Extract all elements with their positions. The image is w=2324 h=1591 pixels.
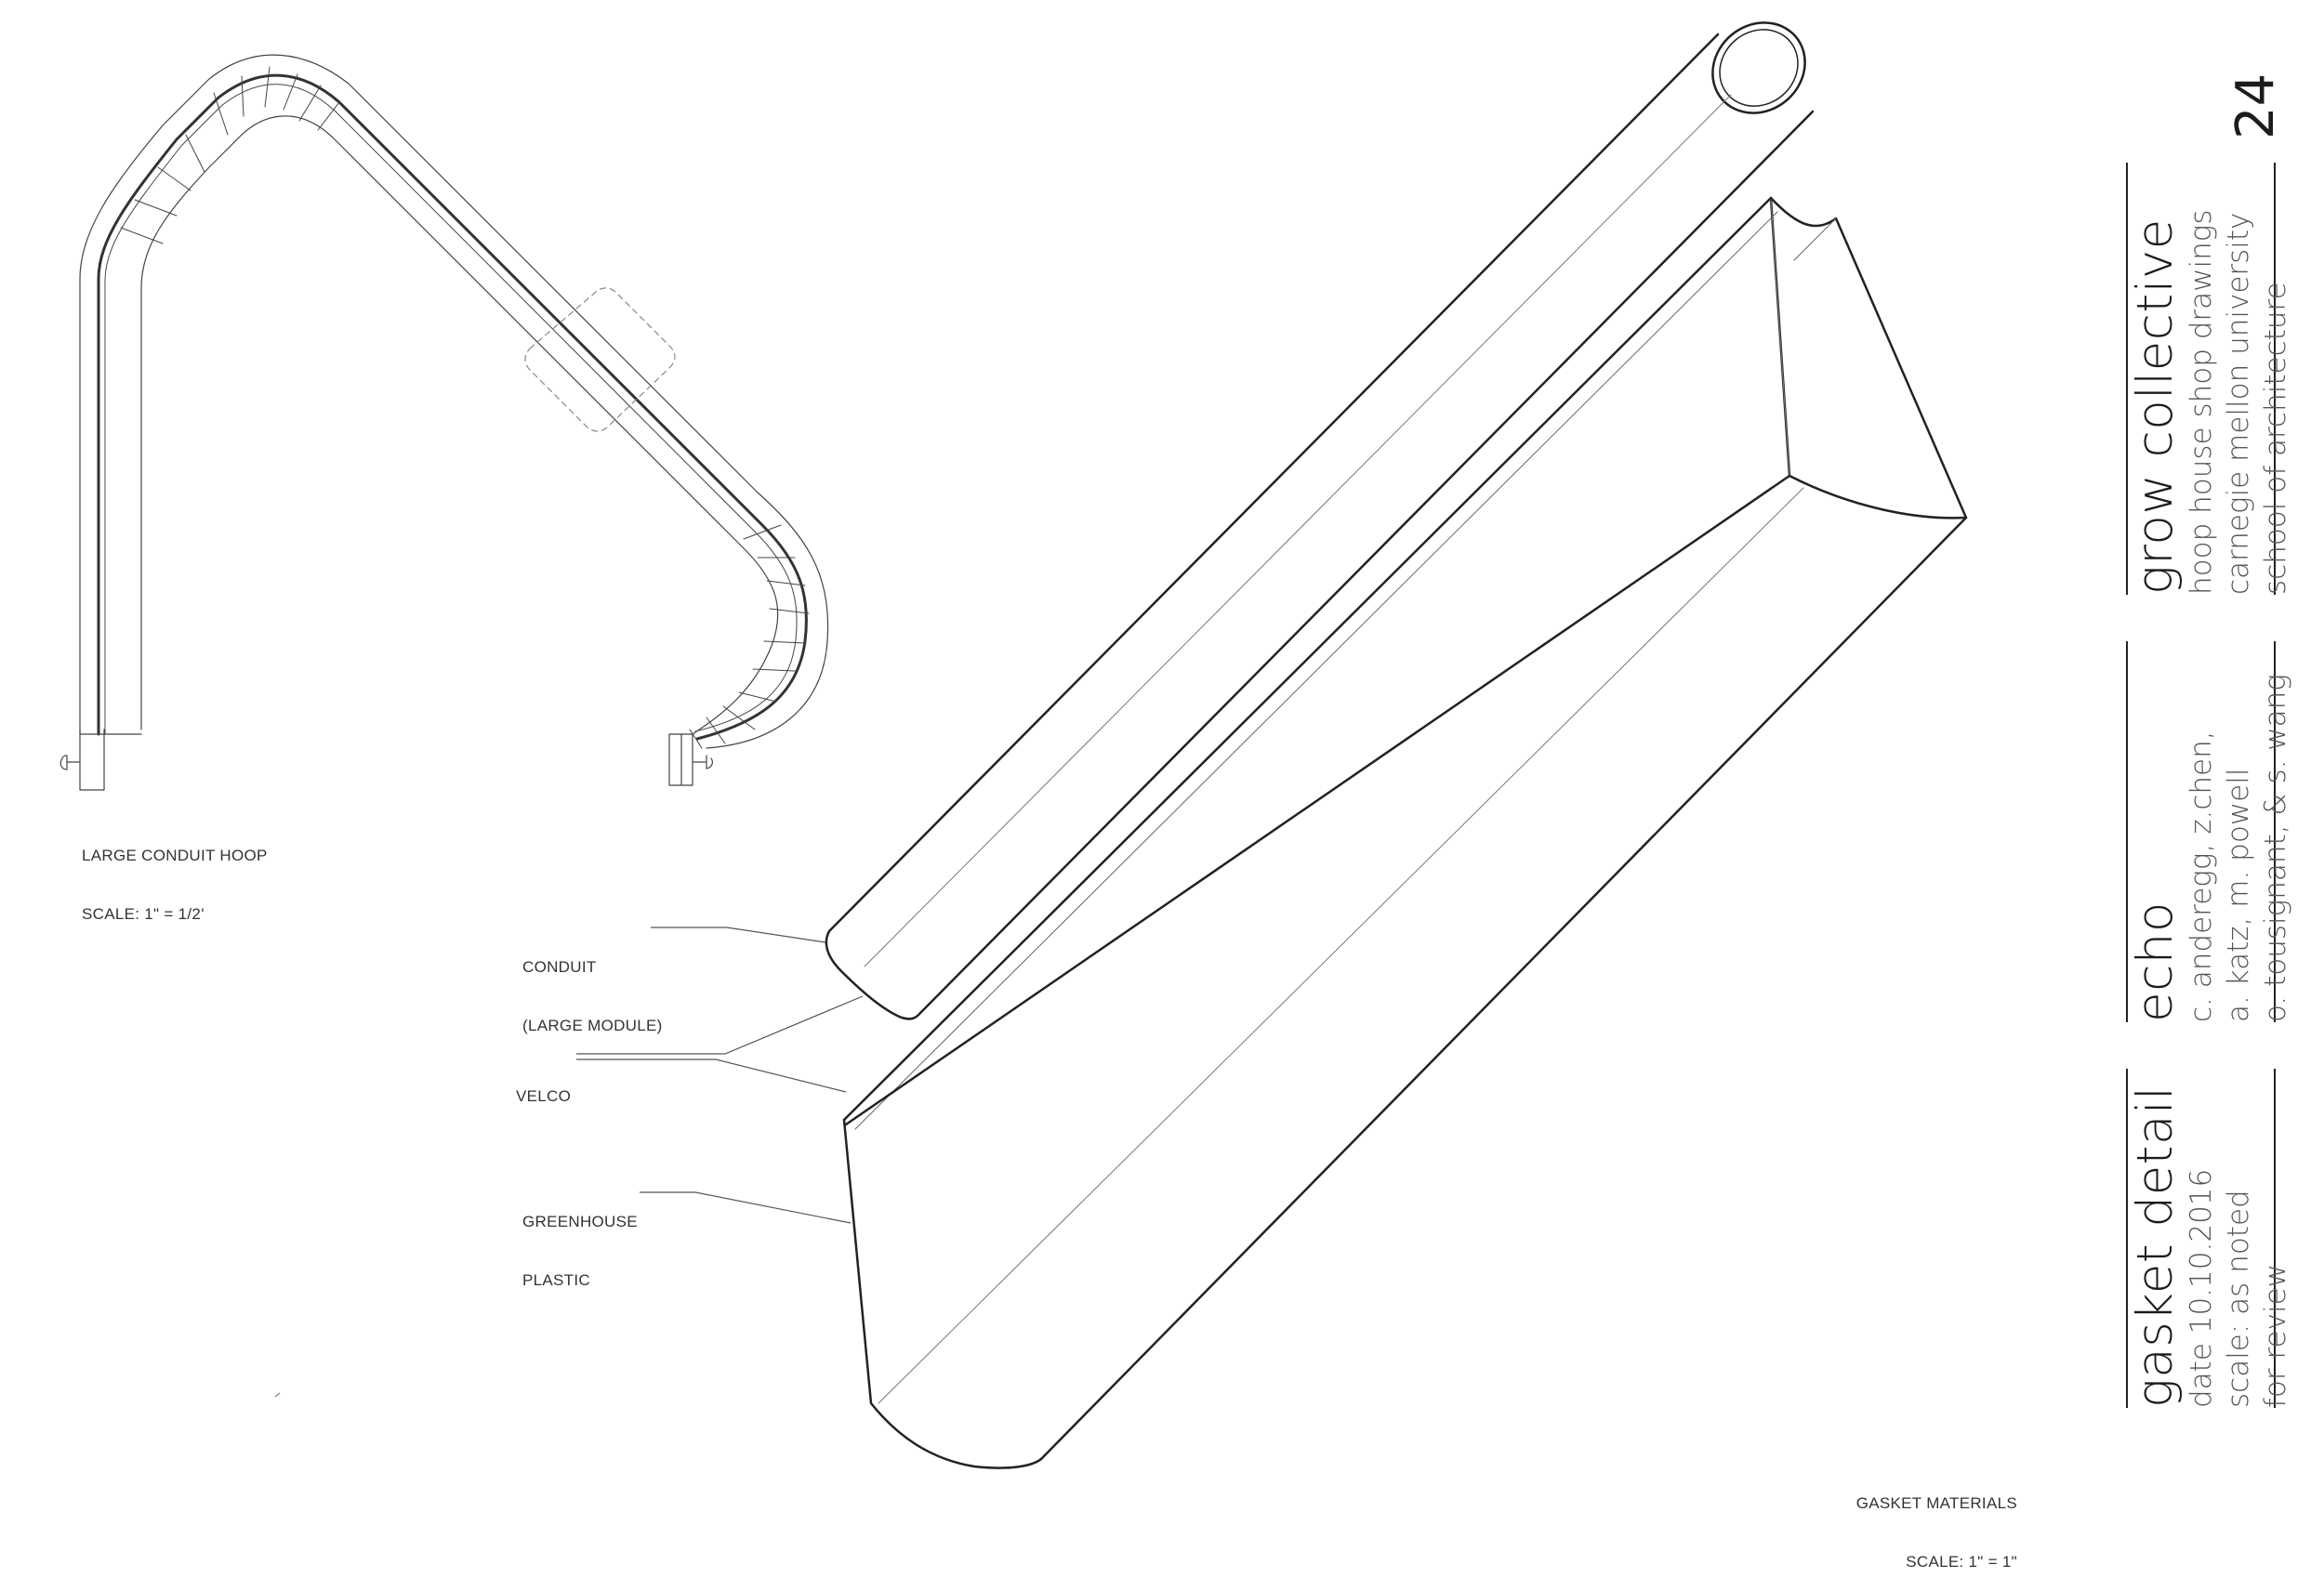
hoop-caption: LARGE CONDUIT HOOP SCALE: 1" = 1/2' — [82, 807, 268, 943]
large-conduit-hoop-drawing — [59, 54, 829, 791]
velco-label-text: VELCO — [516, 1087, 572, 1105]
title-block-rules — [2126, 163, 2276, 1408]
team-line-1: c. anderegg, z.chen, — [2185, 730, 2218, 1022]
conduit-large-module-drawing — [825, 21, 1815, 1020]
sheet-block: gasket detail date 10.10.2016 scale: as … — [2127, 1085, 2294, 1408]
hoop-title: LARGE CONDUIT HOOP — [82, 847, 268, 864]
page-number: 24 — [2225, 72, 2286, 139]
stray-mark — [274, 1392, 281, 1398]
project-line-1: hoop house shop drawings — [2185, 209, 2218, 595]
gasket-caption: GASKET MATERIALS SCALE: 1" = 1" — [1822, 1454, 2017, 1591]
leader-velco-upper — [576, 995, 864, 1055]
hoop-scale: SCALE: 1" = 1/2' — [82, 905, 205, 923]
leader-greenhouse — [640, 1191, 852, 1224]
conduit-label: CONDUIT (LARGE MODULE) — [522, 918, 663, 1055]
greenhouse-label-line2: PLASTIC — [522, 1271, 590, 1289]
team-title: echo — [2127, 901, 2184, 1022]
sheet-title: gasket detail — [2127, 1085, 2184, 1408]
callout-leaders — [576, 927, 864, 1224]
leader-conduit — [651, 927, 826, 943]
leader-velco-lower — [576, 1058, 847, 1093]
project-title: grow collective — [2127, 218, 2184, 595]
conduit-label-line2: (LARGE MODULE) — [522, 1017, 663, 1034]
team-line-2: a. katz, m. powell — [2222, 768, 2255, 1022]
greenhouse-label-line1: GREENHOUSE — [522, 1213, 638, 1230]
drawing-sheet — [59, 21, 2276, 1469]
project-block: grow collective hoop house shop drawings… — [2127, 209, 2294, 595]
gasket-drawing — [842, 196, 1968, 1469]
gasket-caption-scale: SCALE: 1" = 1" — [1906, 1553, 2017, 1571]
project-line-3: school of architecture — [2259, 282, 2292, 595]
conduit-label-line1: CONDUIT — [522, 958, 597, 976]
team-block: echo c. anderegg, z.chen, a. katz, m. po… — [2127, 674, 2294, 1022]
sheet-date: date 10.10.2016 — [2185, 1168, 2218, 1408]
velco-label: VELCO — [516, 1047, 571, 1125]
project-line-2: carnegie mellon university — [2222, 212, 2255, 595]
team-line-3: o. tousignant, & s. wang — [2259, 674, 2292, 1022]
greenhouse-plastic-label: GREENHOUSE PLASTIC — [522, 1173, 638, 1309]
sheet-scale: scale: as noted — [2222, 1190, 2255, 1408]
sheet-status: for review — [2259, 1264, 2292, 1408]
